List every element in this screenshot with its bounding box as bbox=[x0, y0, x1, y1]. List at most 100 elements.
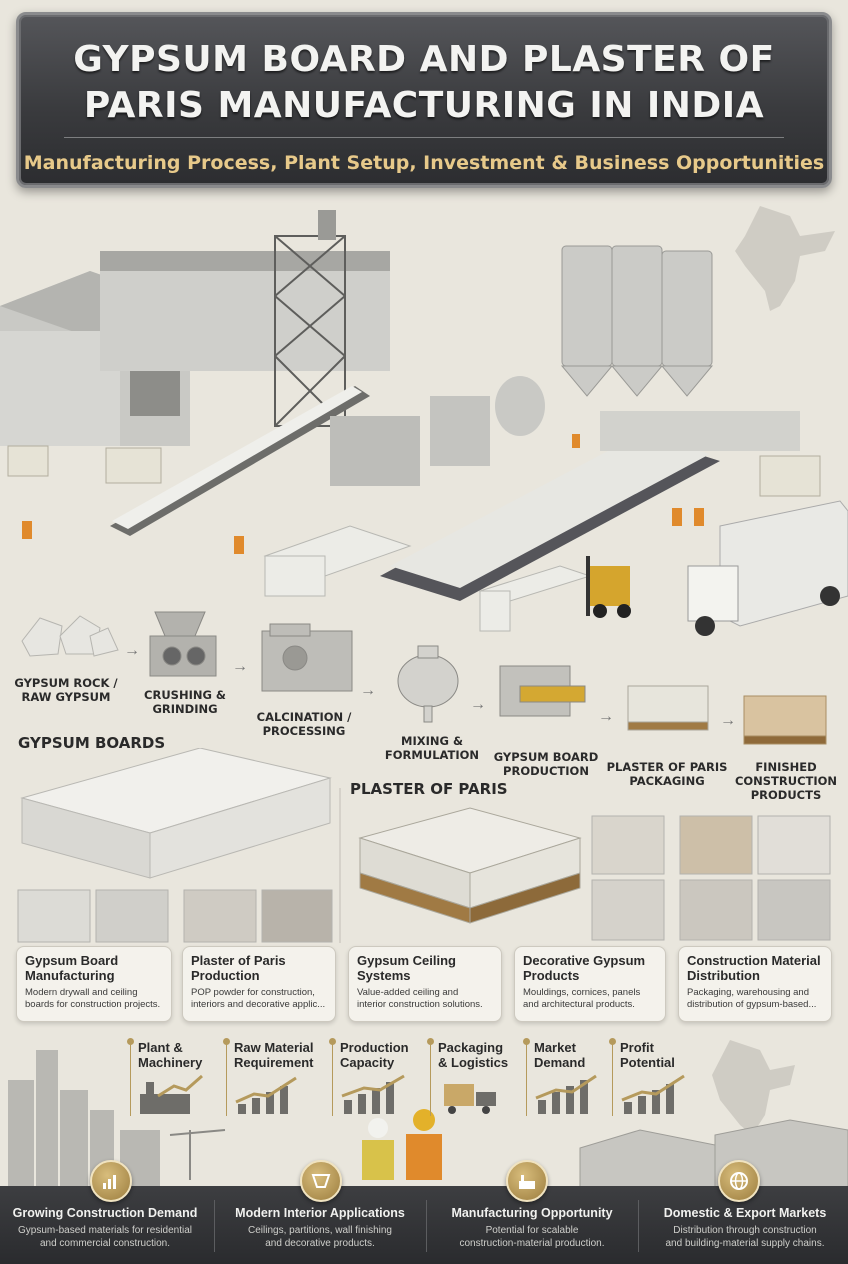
worker-figures bbox=[362, 1109, 442, 1180]
step-label-line1: CRUSHING & bbox=[144, 688, 226, 702]
footer-title: Domestic & Export Markets bbox=[663, 1206, 827, 1220]
truck-icon bbox=[444, 1084, 496, 1114]
city-skyline bbox=[8, 1050, 160, 1190]
footer-desc-line2: construction-material production. bbox=[459, 1238, 605, 1249]
card-title-line2: Production bbox=[191, 968, 260, 983]
metric-title-line1: Profit bbox=[620, 1040, 654, 1055]
metric-packaging-logistics: Packaging& Logistics bbox=[427, 1038, 508, 1121]
card-title-line1: Gypsum Board bbox=[25, 953, 119, 968]
footer-desc: Potential for scalable construction-mater… bbox=[430, 1224, 634, 1250]
card-title-line2: Systems bbox=[357, 968, 411, 983]
thumb-ceiling-1 bbox=[591, 815, 665, 875]
footer-manufacturing-opportunity: Manufacturing Opportunity Potential for … bbox=[430, 1186, 634, 1264]
card-desc: POP powder for construction,interiors an… bbox=[191, 987, 327, 1011]
thumb-ceiling-3 bbox=[757, 815, 831, 875]
metric-line bbox=[226, 1040, 227, 1116]
gypsum-board-stack bbox=[20, 748, 332, 879]
footer-divider bbox=[638, 1200, 639, 1252]
page-title: GYPSUM BOARD AND PLASTER OF PARIS MANUFA… bbox=[19, 37, 829, 129]
storage-silos bbox=[560, 245, 714, 397]
process-step-board-production: GYPSUM BOARD PRODUCTION bbox=[484, 750, 608, 778]
metric-title-line2: Machinery bbox=[138, 1055, 203, 1070]
footer-bar: Growing Construction Demand Gypsum-based… bbox=[0, 1186, 848, 1264]
footer-interior-applications: Modern Interior Applications Ceilings, p… bbox=[218, 1186, 422, 1264]
card-desc-line1: Mouldings, cornices, panels bbox=[523, 987, 641, 998]
pop-bag-pallet bbox=[358, 807, 582, 924]
pop-bags-icon bbox=[627, 685, 709, 731]
conveyor-belt bbox=[110, 386, 370, 536]
mill-machine bbox=[430, 396, 490, 466]
page-subtitle: Manufacturing Process, Plant Setup, Inve… bbox=[23, 152, 825, 174]
bar-chart-icon bbox=[535, 1074, 597, 1114]
metric-line bbox=[430, 1040, 431, 1116]
board-machine-icon bbox=[499, 665, 586, 717]
process-step-finished-products: FINISHED CONSTRUCTION PRODUCTS bbox=[728, 760, 844, 802]
india-map-icon bbox=[735, 206, 835, 311]
step-label-line2: PACKAGING bbox=[629, 774, 705, 788]
title-line-1: GYPSUM BOARD AND PLASTER OF bbox=[73, 39, 775, 80]
step-label-line2: PRODUCTION bbox=[503, 764, 589, 778]
finished-bags-icon bbox=[743, 695, 827, 745]
factory-icon bbox=[140, 1074, 203, 1114]
process-step-crushing: CRUSHING & GRINDING bbox=[130, 688, 240, 716]
card-title-line2: Manufacturing bbox=[25, 968, 115, 983]
card-title-line1: Construction Material bbox=[687, 953, 821, 968]
footer-divider bbox=[214, 1200, 215, 1252]
mixer-icon bbox=[397, 645, 459, 723]
metric-title-line1: Packaging bbox=[438, 1040, 504, 1055]
header-banner: GYPSUM BOARD AND PLASTER OF PARIS MANUFA… bbox=[16, 12, 832, 188]
delivery-truck bbox=[687, 500, 848, 636]
globe-badge-icon bbox=[718, 1160, 760, 1202]
step-label-line1: CALCINATION / bbox=[256, 710, 352, 724]
india-map-icon bbox=[712, 1040, 795, 1135]
metric-title-line1: Production bbox=[340, 1040, 409, 1055]
card-desc-line1: Packaging, warehousing and bbox=[687, 987, 810, 998]
calciner-icon bbox=[261, 623, 353, 692]
metric-title-line1: Raw Material bbox=[234, 1040, 314, 1055]
metric-plant-machinery: Plant &Machinery bbox=[127, 1038, 206, 1121]
card-title-line2: Distribution bbox=[687, 968, 760, 983]
process-icons-svg bbox=[21, 611, 827, 745]
thumb-moulding-3 bbox=[757, 879, 831, 941]
thumb-room-1 bbox=[183, 889, 257, 943]
step-label-line1: PLASTER OF PARIS bbox=[606, 760, 728, 774]
metric-title-line1: Market bbox=[534, 1040, 576, 1055]
warehouse-right bbox=[579, 1119, 848, 1190]
footer-title: Modern Interior Applications bbox=[235, 1206, 405, 1220]
arrow-right-icon: → bbox=[124, 642, 140, 659]
metric-title-line2: Capacity bbox=[340, 1055, 395, 1070]
arrow-right-icon: → bbox=[720, 712, 736, 729]
card-desc-line2: distribution of gypsum-based... bbox=[687, 999, 817, 1010]
footer-growing-demand: Growing Construction Demand Gypsum-based… bbox=[0, 1186, 210, 1264]
board-production-line bbox=[380, 411, 800, 601]
metric-line bbox=[130, 1040, 131, 1116]
process-flow: GYPSUM ROCK / RAW GYPSUM → CRUSHING & GR… bbox=[0, 596, 848, 806]
board-stacks bbox=[263, 525, 592, 632]
card-title-line2: Products bbox=[523, 968, 580, 983]
card-desc-line1: Value-added ceiling and bbox=[357, 987, 459, 998]
metric-title-line1: Plant & bbox=[138, 1040, 183, 1055]
section-title-gypsum-boards: GYPSUM BOARDS bbox=[18, 734, 166, 752]
thumb-board-2 bbox=[95, 889, 169, 943]
metric-title-line2: Potential bbox=[620, 1055, 675, 1070]
footer-desc-line1: Potential for scalable bbox=[485, 1225, 579, 1236]
crane-icon bbox=[169, 1129, 226, 1180]
growth-chart-icon bbox=[621, 1074, 685, 1114]
card-desc-line2: interiors and decorative applic... bbox=[191, 999, 326, 1010]
metric-title-line2: Demand bbox=[534, 1055, 586, 1070]
step-label-line2: CONSTRUCTION bbox=[734, 774, 838, 788]
